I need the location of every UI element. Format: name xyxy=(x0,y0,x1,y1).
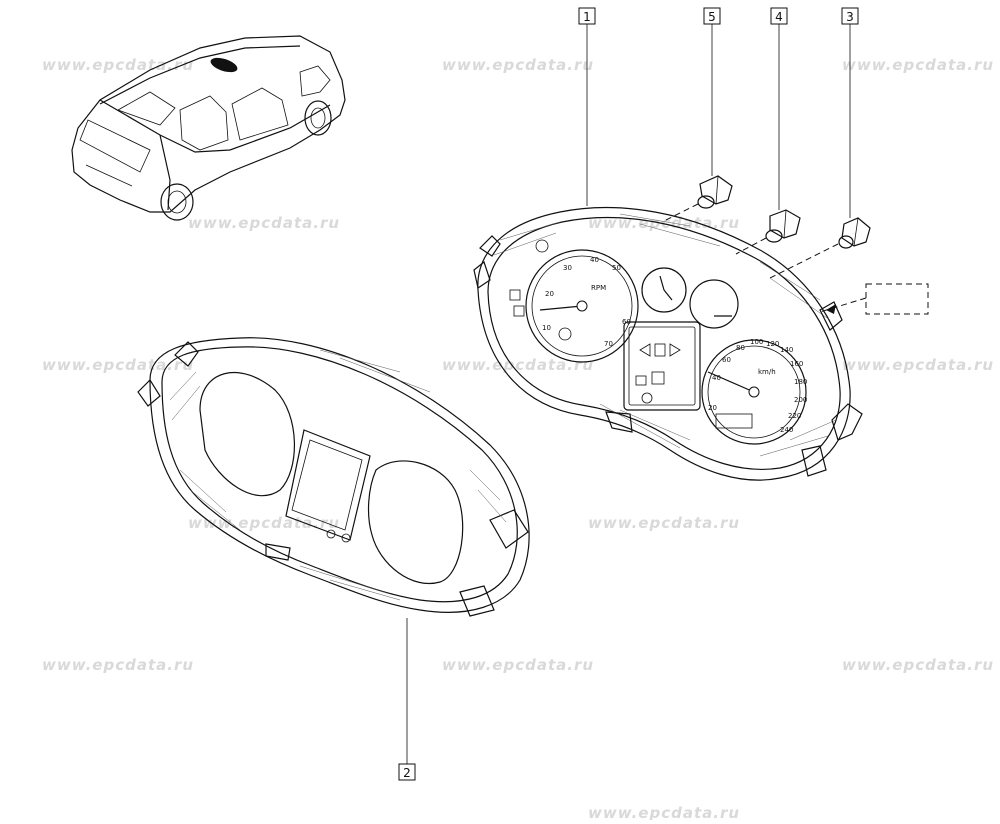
tachometer-reset-icon xyxy=(558,327,572,341)
speedometer-unit-label: km/h xyxy=(758,368,776,376)
car-illustration xyxy=(71,35,346,221)
callout-label: 4 xyxy=(775,10,783,24)
speedometer-ticks: 20 40 60 80 100 120 140 160 180 200 220 … xyxy=(708,338,807,434)
watermark: www.epcdata.ru xyxy=(588,514,740,532)
callout-3: 3 xyxy=(841,7,859,25)
watermark: www.epcdata.ru xyxy=(588,804,740,820)
speedometer-needle xyxy=(707,371,755,393)
clock-dial xyxy=(641,267,687,313)
tick-label: 30 xyxy=(563,264,572,272)
dashboard-location-marker xyxy=(210,57,238,73)
watermark: www.epcdata.ru xyxy=(842,56,994,74)
watermark: www.epcdata.ru xyxy=(442,656,594,674)
cover-left-opening xyxy=(199,372,296,497)
tick-label: 40 xyxy=(712,374,721,382)
warning-icon xyxy=(509,289,521,301)
cover-display-window xyxy=(285,429,371,541)
watermark: www.epcdata.ru xyxy=(42,56,194,74)
callout-4: 4 xyxy=(770,7,788,25)
speedometer-dial xyxy=(701,339,807,445)
tick-label: 180 xyxy=(794,378,807,386)
tick-label: 160 xyxy=(790,360,803,368)
watermark: www.epcdata.ru xyxy=(588,214,740,232)
tick-label: 20 xyxy=(708,404,717,412)
tick-label: 40 xyxy=(590,256,599,264)
tick-label: 200 xyxy=(794,396,807,404)
callout-1: 1 xyxy=(578,7,596,25)
warning-icon xyxy=(513,305,525,317)
tick-label: 240 xyxy=(780,426,793,434)
cover-right-opening xyxy=(367,460,464,584)
cluster-front-cover xyxy=(137,337,530,617)
watermark: www.epcdata.ru xyxy=(442,56,594,74)
bulb-part-3 xyxy=(838,217,871,249)
callout-label: 2 xyxy=(403,766,411,780)
watermark-layer: www.epcdata.ru www.epcdata.ru www.epcdat… xyxy=(42,56,994,822)
tick-label: 70 xyxy=(604,340,613,348)
callout-label: 3 xyxy=(846,10,854,24)
callout-2: 2 xyxy=(398,763,416,781)
warning-icon xyxy=(535,239,549,253)
tick-label: 140 xyxy=(780,346,793,354)
bulb-part-4 xyxy=(765,209,801,243)
tachometer-ticks: 10 20 30 40 50 60 70 xyxy=(542,256,631,348)
tachometer-needle xyxy=(539,305,583,311)
callout-5: 5 xyxy=(703,7,721,25)
watermark: www.epcdata.ru xyxy=(442,356,594,374)
callout-label: 5 xyxy=(708,10,716,24)
tick-label: 20 xyxy=(545,290,554,298)
watermark: www.epcdata.ru xyxy=(188,214,340,232)
tick-label: 220 xyxy=(788,412,801,420)
instrument-cluster-assembly: RPM 10 20 30 40 50 60 70 km/h 20 4 xyxy=(473,206,863,481)
tick-label: 50 xyxy=(612,264,621,272)
watermark: www.epcdata.ru xyxy=(42,656,194,674)
bulb-part-5 xyxy=(697,175,733,209)
watermark: www.epcdata.ru xyxy=(42,356,194,374)
tachometer-unit-label: RPM xyxy=(591,284,606,292)
tick-label: 80 xyxy=(736,344,745,352)
watermark: www.epcdata.ru xyxy=(842,656,994,674)
callout-label: 1 xyxy=(583,10,591,24)
watermark: www.epcdata.ru xyxy=(842,356,994,374)
tick-label: 120 xyxy=(766,340,779,348)
connector-placeholder xyxy=(865,283,929,315)
display-panel xyxy=(623,321,701,411)
tick-label: 100 xyxy=(750,338,763,346)
tick-label: 60 xyxy=(722,356,731,364)
tachometer-dial xyxy=(525,249,639,363)
tick-label: 10 xyxy=(542,324,551,332)
fuel-gauge-dial xyxy=(689,279,739,329)
odometer-display xyxy=(715,413,753,429)
